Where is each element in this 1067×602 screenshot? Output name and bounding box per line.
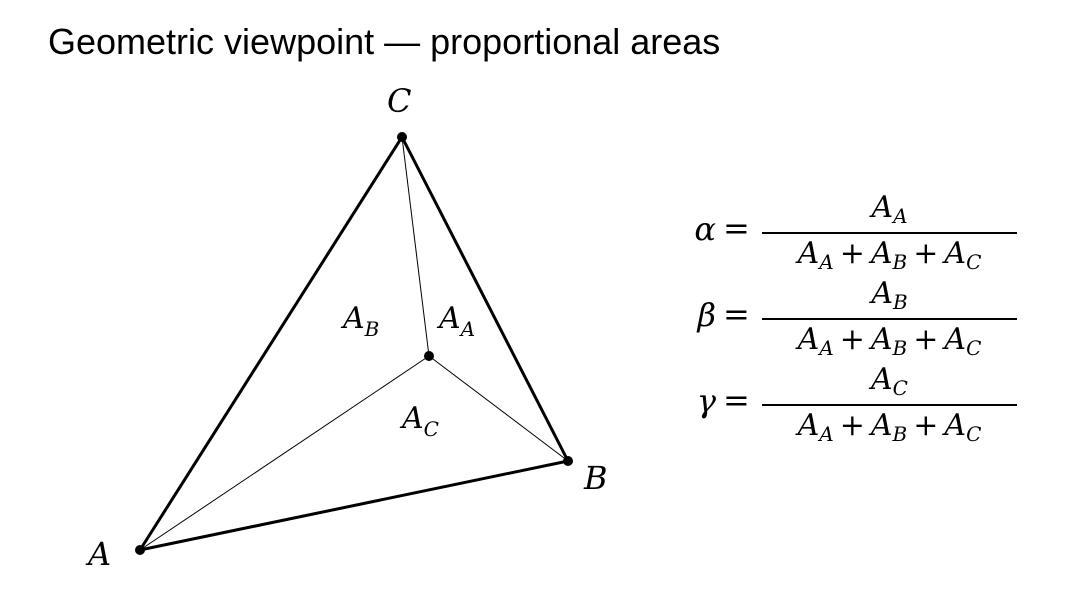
- numerator: AA: [871, 190, 908, 228]
- vertex-a-dot: [135, 545, 145, 555]
- formula-alpha: α = AA AA+AB+AC: [676, 188, 1036, 274]
- vertex-b-dot: [563, 456, 573, 466]
- region-label-ac: AC: [399, 401, 439, 441]
- vertex-c-label: C: [387, 82, 411, 120]
- gamma-symbol: γ: [696, 382, 716, 420]
- equals-sign: =: [723, 209, 750, 247]
- fraction-bar: [762, 318, 1017, 320]
- edge-ab: [138, 459, 570, 552]
- denominator: AA+AB+AC: [797, 236, 982, 274]
- line-p-a: [139, 355, 430, 551]
- fraction-bar: [762, 404, 1017, 406]
- fraction-bar: [762, 232, 1017, 234]
- beta-symbol: β: [697, 296, 717, 334]
- equals-sign: =: [723, 295, 750, 333]
- numerator: AC: [871, 362, 908, 400]
- page-title: Geometric viewpoint — proportional areas: [48, 21, 721, 62]
- vertex-a-label: A: [85, 535, 111, 573]
- line-p-b: [428, 355, 569, 462]
- interior-point-dot: [424, 351, 434, 361]
- numerator: AB: [871, 276, 908, 314]
- equals-sign: =: [723, 381, 750, 419]
- formula-gamma: γ = AC AA+AB+AC: [676, 360, 1036, 446]
- vertex-b-label: B: [583, 459, 608, 497]
- denominator: AA+AB+AC: [797, 408, 982, 446]
- denominator: AA+AB+AC: [797, 322, 982, 360]
- edge-ca: [138, 135, 404, 552]
- edge-bc: [400, 135, 570, 463]
- region-label-ab: AB: [340, 301, 379, 341]
- formula-beta: β = AB AA+AB+AC: [676, 274, 1036, 360]
- region-label-aa: AA: [436, 301, 475, 341]
- alpha-symbol: α: [694, 210, 716, 248]
- vertex-c-dot: [397, 132, 407, 142]
- line-p-c: [401, 136, 430, 357]
